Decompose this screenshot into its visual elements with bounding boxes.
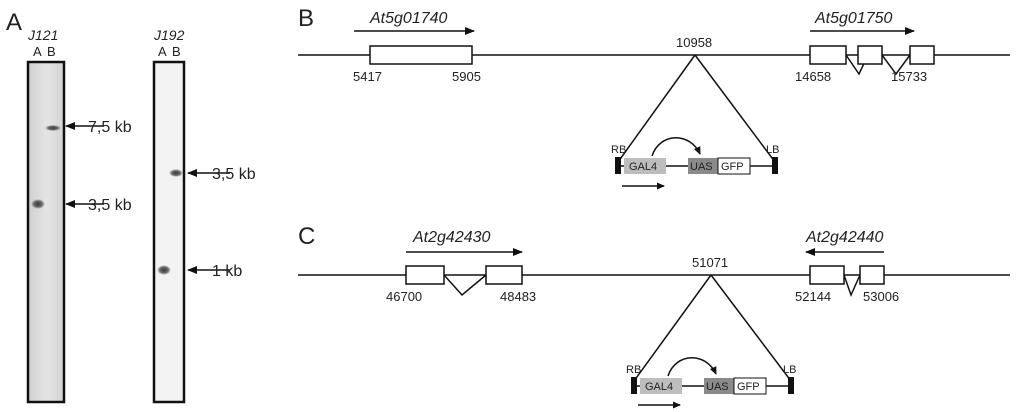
intron-line — [843, 274, 861, 298]
blot-band — [169, 169, 183, 177]
coord-label: 53006 — [863, 289, 899, 304]
coord-label: 15733 — [891, 69, 927, 84]
coord-label: 5417 — [353, 69, 382, 84]
blot-strain-label: J121 — [27, 27, 58, 43]
left-border — [772, 157, 778, 174]
uas-box — [688, 158, 718, 174]
coord-label: 48483 — [500, 289, 536, 304]
gal4-label: GAL4 — [645, 381, 673, 393]
exon-box — [857, 45, 883, 65]
blot-band — [31, 199, 45, 209]
coord-label: 14658 — [795, 69, 831, 84]
uas-label: UAS — [690, 161, 713, 173]
lane-label-b: B — [47, 44, 56, 59]
gal4-box — [624, 158, 666, 174]
intron-line — [443, 274, 487, 297]
blot-j121: J121 A B 7,5 kb 3,5 kb — [26, 27, 132, 404]
panel-label-b: B — [298, 5, 314, 32]
blot-j192: J192 A B 3,5 kb 1 kb — [152, 27, 256, 404]
marker-label-3-5kb: 3,5 kb — [88, 197, 132, 214]
blot-membrane — [152, 60, 186, 404]
panel-label-c: C — [298, 223, 315, 250]
tdna-construct: RB LB GAL4 UAS GFP — [611, 137, 779, 190]
locus-diagram-c: At2g42430 46700 48483 At2g42440 52144 53… — [298, 229, 1010, 409]
marker-label-1kb: 1 kb — [212, 263, 242, 280]
insertion-line — [694, 54, 776, 163]
gfp-box — [717, 157, 751, 175]
gene-label-left: At2g42430 — [412, 229, 491, 246]
gal4-label: GAL4 — [629, 161, 657, 173]
lb-label: LB — [766, 144, 779, 156]
intron-line — [881, 54, 911, 76]
exon-box — [485, 265, 523, 285]
lb-label: LB — [783, 364, 796, 376]
exon-box — [809, 265, 845, 285]
coord-label: 46700 — [386, 289, 422, 304]
lane-label-a: A — [33, 44, 42, 59]
gfp-label: GFP — [721, 161, 744, 173]
exon-box — [859, 265, 885, 285]
marker-label-7-5kb: 7,5 kb — [88, 119, 132, 136]
gfp-box — [733, 377, 767, 395]
insertion-line — [710, 274, 792, 382]
exon-box — [369, 45, 473, 65]
left-border — [788, 377, 794, 394]
insertion-site-label: 10958 — [676, 35, 712, 50]
gfp-label: GFP — [737, 381, 760, 393]
coord-label: 5905 — [452, 69, 481, 84]
tdna-construct: RB LB GAL4 UAS GFP — [626, 357, 796, 409]
blot-membrane — [26, 60, 66, 404]
right-border — [631, 377, 637, 394]
insertion-line — [617, 54, 696, 163]
blot-band — [45, 125, 61, 131]
insertion-site-label: 51071 — [692, 255, 728, 270]
gene-label-right: At2g42440 — [805, 229, 884, 246]
locus-diagram-b: At5g01740 5417 5905 At5g01750 14658 1573… — [298, 10, 1010, 190]
right-border — [615, 157, 621, 174]
exon-box — [809, 45, 847, 65]
lane-label-b: B — [172, 44, 181, 59]
blot-band — [157, 265, 171, 275]
exon-box — [405, 265, 445, 285]
lane-label-a: A — [158, 44, 167, 59]
marker-label-3-5kb: 3,5 kb — [212, 166, 256, 183]
panel-label-a: A — [6, 9, 22, 36]
blot-strain-label: J192 — [153, 27, 185, 43]
rb-label: RB — [611, 144, 626, 156]
coord-label: 52144 — [795, 289, 831, 304]
gene-label-right: At5g01750 — [814, 10, 893, 27]
uas-box — [704, 378, 734, 394]
gal4-box — [640, 378, 682, 394]
activation-arrow — [651, 137, 701, 157]
activation-arrow — [667, 357, 717, 377]
gene-label-left: At5g01740 — [369, 10, 448, 27]
insertion-line — [633, 274, 712, 382]
rb-label: RB — [626, 364, 641, 376]
exon-box — [909, 45, 935, 65]
uas-label: UAS — [706, 381, 729, 393]
